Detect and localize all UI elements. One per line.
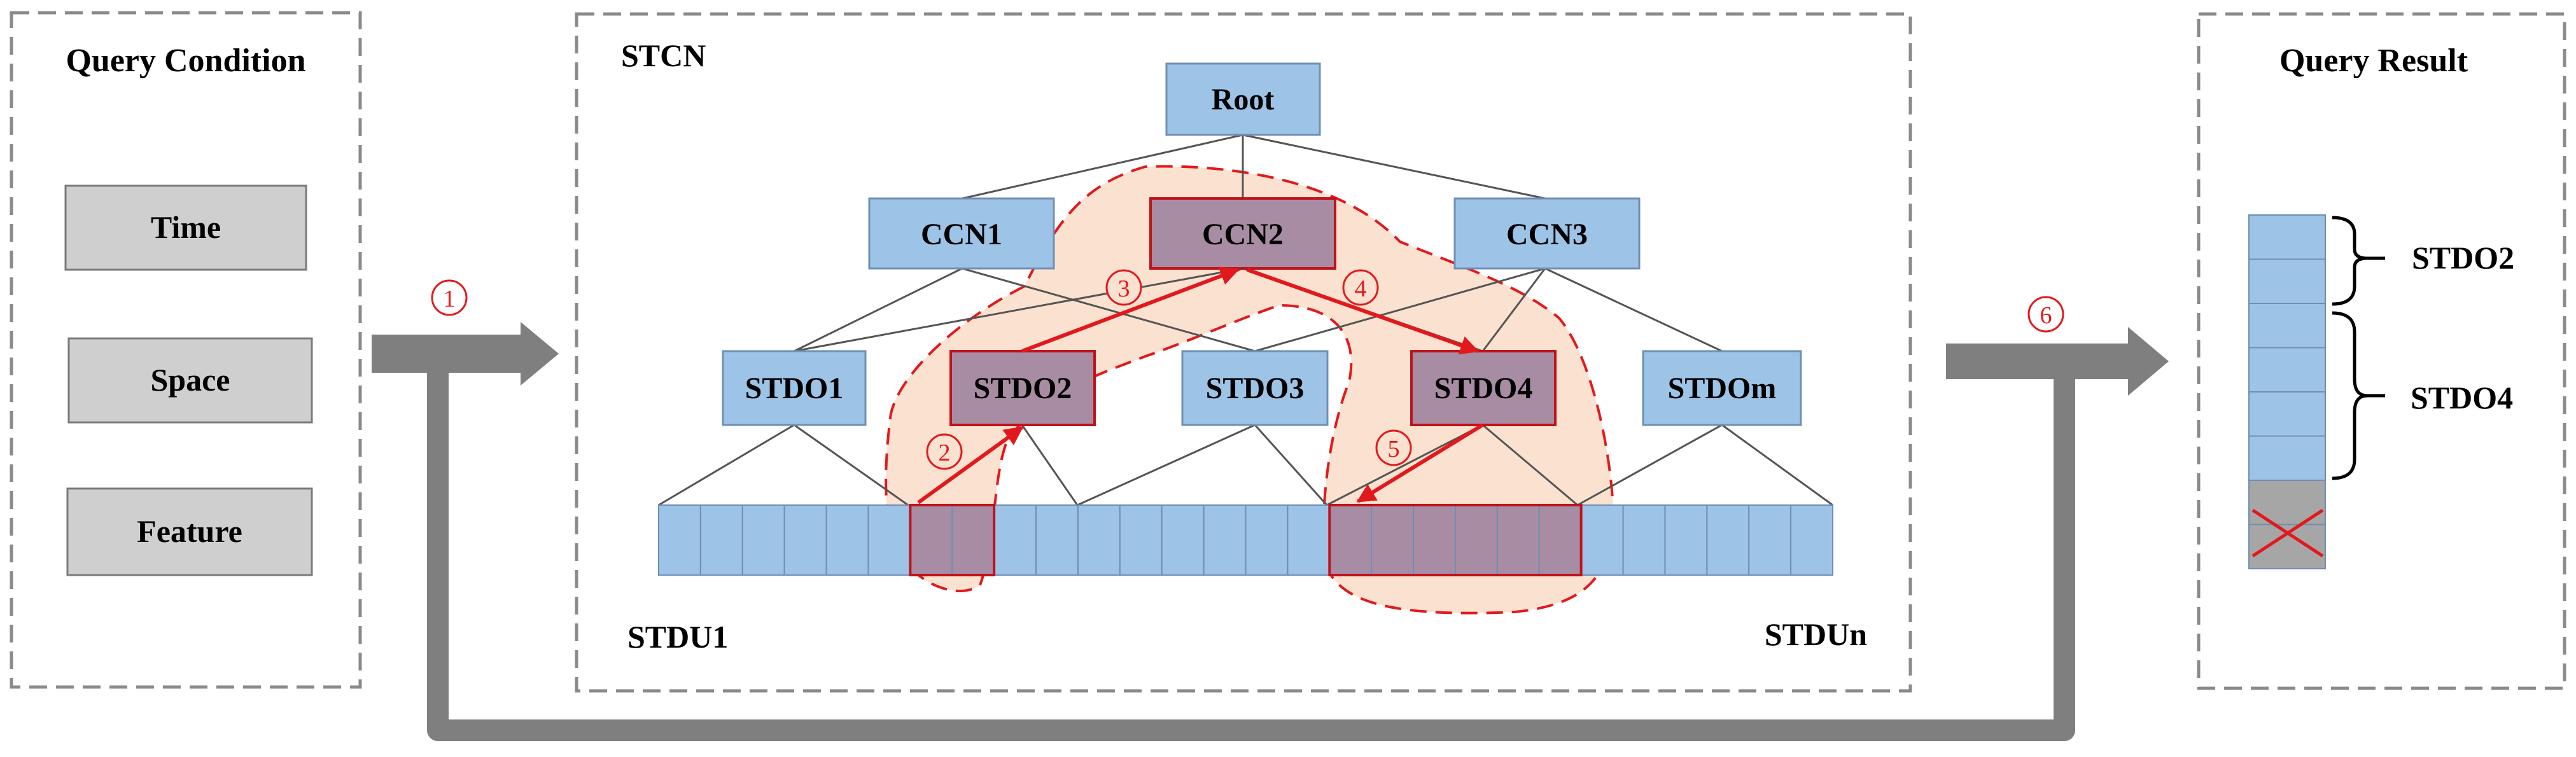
step-3-label: 3 bbox=[1118, 275, 1130, 302]
node-stdom-label: STDOm bbox=[1668, 372, 1777, 405]
step-3-marker: 3 bbox=[1105, 269, 1142, 306]
stdu-selected-range bbox=[1328, 504, 1583, 576]
stdu-cell bbox=[1245, 504, 1289, 576]
flow-arrow-in bbox=[372, 322, 559, 385]
node-ccn1-label: CCN1 bbox=[921, 218, 1002, 251]
flow-arrow-out bbox=[1946, 327, 2169, 396]
stdu-cell bbox=[909, 504, 953, 576]
stdu-cell bbox=[951, 504, 995, 576]
result-label-stdo4: STDO4 bbox=[2411, 380, 2513, 415]
path-arrow-5 bbox=[1356, 423, 1484, 503]
node-ccn2: CCN2 bbox=[1149, 197, 1336, 270]
query-path-arrows bbox=[917, 267, 1484, 504]
step-4-marker: 4 bbox=[1342, 269, 1379, 306]
stdu-cell bbox=[1454, 504, 1498, 576]
node-stdo2-label: STDO2 bbox=[974, 372, 1072, 405]
query-condition-feature-label: Feature bbox=[137, 513, 242, 549]
step-1-label: 1 bbox=[444, 286, 456, 312]
step-2-marker: 2 bbox=[926, 433, 963, 470]
stdu-cell bbox=[1580, 504, 1624, 576]
filtered-out-cross-icon bbox=[2251, 508, 2324, 558]
stdu-cell bbox=[1748, 504, 1792, 576]
query-result-title: Query Result bbox=[2279, 43, 2468, 79]
result-cell bbox=[2248, 391, 2326, 437]
query-condition-time-label: Time bbox=[151, 209, 221, 245]
step-6-label: 6 bbox=[2040, 302, 2052, 329]
stdu-cell bbox=[1119, 504, 1163, 576]
stdu-cell bbox=[699, 504, 743, 576]
stdu-cell bbox=[1790, 504, 1834, 576]
node-stdo1: STDO1 bbox=[722, 350, 867, 426]
stdu-cell bbox=[1371, 504, 1415, 576]
result-cell bbox=[2248, 347, 2326, 392]
node-ccn1: CCN1 bbox=[868, 197, 1055, 270]
stcn-panel: STCN Root bbox=[575, 12, 1912, 693]
query-condition-title: Query Condition bbox=[66, 43, 305, 79]
node-ccn3: CCN3 bbox=[1453, 197, 1641, 270]
query-condition-space-label: Space bbox=[151, 362, 230, 398]
node-stdo4: STDO4 bbox=[1410, 350, 1557, 426]
node-root: Root bbox=[1165, 62, 1321, 136]
node-stdo1-label: STDO1 bbox=[745, 372, 844, 405]
node-ccn3-label: CCN3 bbox=[1506, 218, 1588, 251]
query-condition-time: Time bbox=[64, 184, 307, 271]
result-cell bbox=[2248, 258, 2326, 304]
stdu-cell bbox=[825, 504, 869, 576]
step-1-marker: 1 bbox=[431, 279, 468, 316]
stdu-cell bbox=[993, 504, 1037, 576]
result-cell bbox=[2248, 214, 2326, 260]
query-condition-panel: Query Condition Time Space Feature bbox=[10, 11, 362, 689]
stdu-first-label: STDU1 bbox=[627, 619, 728, 655]
node-ccn2-label: CCN2 bbox=[1202, 218, 1284, 251]
stdu-cell bbox=[1664, 504, 1708, 576]
stdu-cell bbox=[783, 504, 827, 576]
step-4-label: 4 bbox=[1355, 275, 1367, 302]
stdu-cell bbox=[741, 504, 785, 576]
stdu-cell bbox=[1329, 504, 1373, 576]
brace-stdo2 bbox=[2332, 216, 2368, 306]
step-5-marker: 5 bbox=[1375, 429, 1412, 466]
node-stdom: STDOm bbox=[1642, 350, 1802, 426]
stdu-cell bbox=[1161, 504, 1205, 576]
stdu-row bbox=[658, 504, 1834, 576]
node-stdo3: STDO3 bbox=[1181, 350, 1329, 426]
node-stdo4-label: STDO4 bbox=[1434, 372, 1533, 405]
stdu-cell bbox=[1203, 504, 1247, 576]
stdu-cell bbox=[867, 504, 911, 576]
brace-stdo4 bbox=[2332, 311, 2368, 480]
result-label-stdo2: STDO2 bbox=[2412, 240, 2514, 275]
query-condition-space: Space bbox=[67, 337, 313, 424]
result-cell bbox=[2248, 435, 2326, 481]
node-stdo2: STDO2 bbox=[949, 350, 1096, 426]
query-result-panel: Query Result STDO2 STDO4 bbox=[2197, 12, 2566, 690]
result-cell bbox=[2248, 303, 2326, 349]
path-arrow-4 bbox=[1246, 268, 1480, 355]
stdu-cell bbox=[658, 504, 701, 576]
node-stdo3-label: STDO3 bbox=[1206, 372, 1305, 405]
stdu-cell bbox=[1706, 504, 1750, 576]
step-5-label: 5 bbox=[1388, 436, 1400, 462]
stdu-cell bbox=[1538, 504, 1582, 576]
stdu-cell bbox=[1413, 504, 1456, 576]
step-6-marker: 6 bbox=[2027, 296, 2064, 333]
node-root-label: Root bbox=[1212, 83, 1275, 116]
stdu-cell bbox=[1077, 504, 1121, 576]
step-2-label: 2 bbox=[939, 440, 951, 466]
flow-arrows bbox=[372, 322, 2169, 741]
stdu-cell bbox=[1035, 504, 1079, 576]
path-arrow-2 bbox=[917, 426, 1024, 504]
path-arrow-3 bbox=[1021, 267, 1240, 353]
stdu-last-label: STDUn bbox=[1765, 616, 1867, 652]
flow-return-path bbox=[427, 343, 2075, 741]
stcn-title: STCN bbox=[621, 38, 706, 73]
stdu-cell bbox=[1496, 504, 1540, 576]
query-condition-feature: Feature bbox=[66, 487, 313, 576]
stdu-cell bbox=[1622, 504, 1666, 576]
stdu-cell bbox=[1287, 504, 1331, 576]
stdu-selected-range bbox=[909, 504, 996, 576]
